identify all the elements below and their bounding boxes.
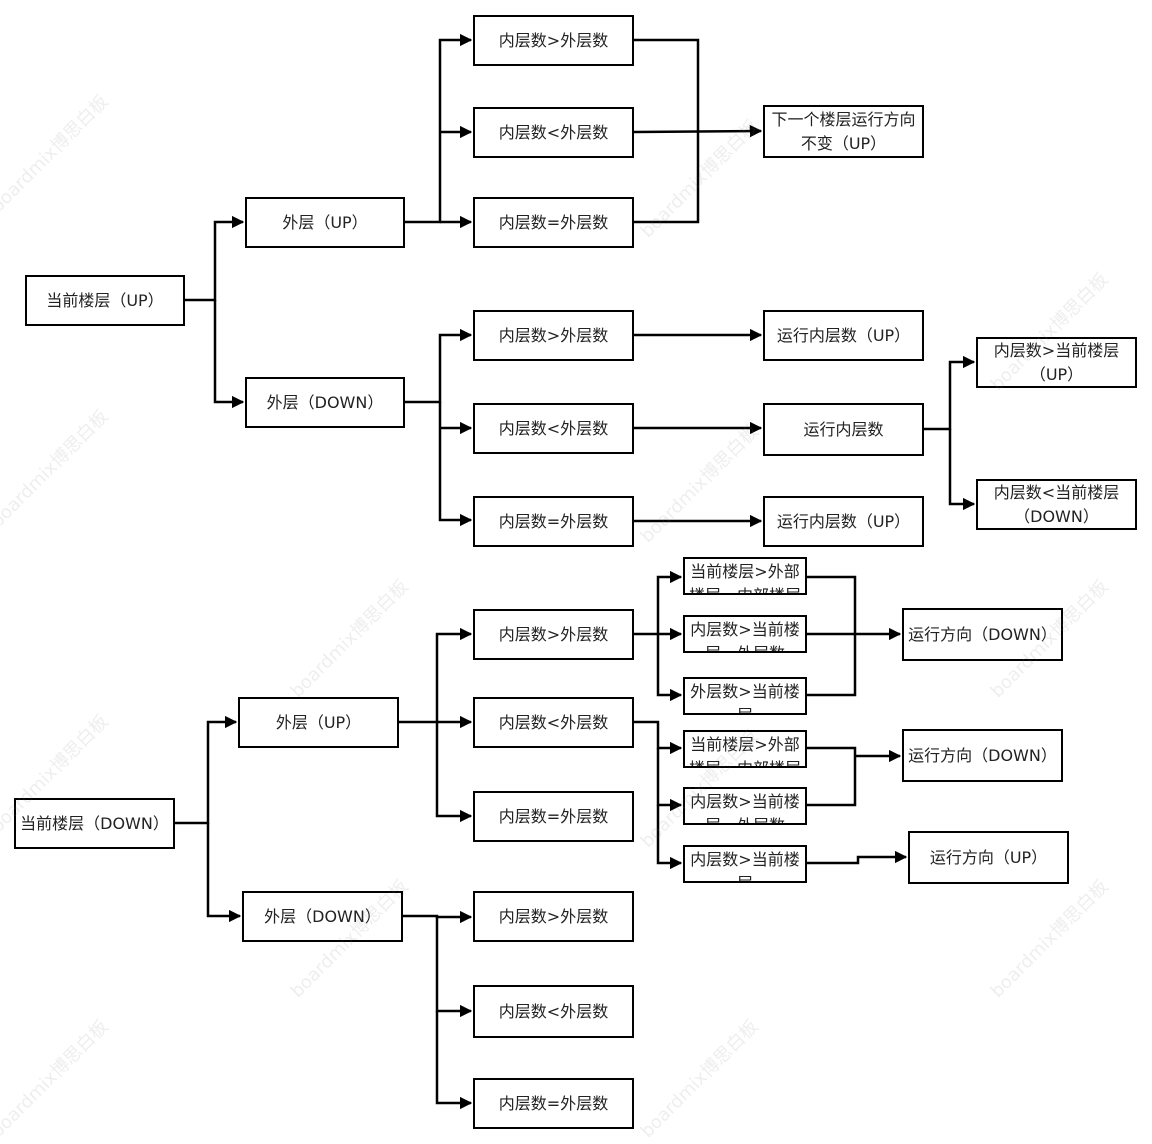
- outer-down-node: 外层（DOWN）: [242, 891, 403, 942]
- inner-lt-outer-node: 内层数<外层数: [473, 403, 634, 454]
- connector-arrow: [948, 429, 976, 511]
- connector-arrow: [634, 570, 683, 636]
- connector-arrow: [634, 38, 700, 131]
- inner-eq-outer-node: 内层数=外层数: [473, 496, 634, 547]
- run-inner-node: 运行内层数: [763, 403, 924, 456]
- connector-arrow: [807, 575, 857, 697]
- next-direction-unchanged-node: 下一个楼层运行方向不变（UP）: [763, 105, 924, 158]
- condition-node: 当前楼层>外部楼层，内部楼层: [683, 557, 807, 595]
- connector-arrow: [807, 850, 908, 865]
- run-inner-up-node: 运行内层数（UP）: [763, 496, 924, 547]
- connector-arrow: [213, 300, 245, 409]
- run-inner-up-node: 运行内层数（UP）: [763, 310, 924, 361]
- connector-arrow: [438, 402, 473, 527]
- connector-arrow: [656, 748, 683, 812]
- connector-arrow: [633, 124, 763, 138]
- inner-gt-outer-node: 内层数>外层数: [473, 310, 634, 361]
- outer-up-node: 外层（UP）: [238, 697, 399, 748]
- inner-eq-outer-node: 内层数=外层数: [473, 1078, 634, 1129]
- connector-arrow: [634, 720, 683, 755]
- inner-gt-outer-node: 内层数>外层数: [473, 15, 634, 66]
- inner-gt-current-up-node: 内层数>当前楼层（UP）: [976, 337, 1137, 388]
- inner-gt-outer-node: 内层数>外层数: [473, 891, 634, 942]
- connector-arrow: [175, 715, 238, 825]
- inner-lt-outer-node: 内层数<外层数: [473, 107, 634, 158]
- connector-arrow: [924, 355, 976, 431]
- connector-arrow: [435, 1011, 473, 1110]
- condition-node: 内层数>当前楼层，外层数: [683, 615, 807, 653]
- condition-node: 当前楼层>外部楼层，内部楼层: [683, 730, 807, 768]
- connector-arrow: [185, 215, 245, 302]
- inner-eq-outer-node: 内层数=外层数: [473, 791, 634, 842]
- connector-arrow: [807, 746, 857, 807]
- inner-lt-outer-node: 内层数<外层数: [473, 697, 634, 748]
- direction-down-node: 运行方向（DOWN）: [902, 729, 1063, 782]
- connector-arrow: [206, 823, 242, 923]
- current-floor-up-node: 当前楼层（UP）: [25, 275, 185, 326]
- connector-arrow: [656, 634, 683, 702]
- condition-node: 外层数>当前楼层: [683, 677, 807, 715]
- current-floor-down-node: 当前楼层（DOWN）: [14, 798, 175, 849]
- outer-down-node: 外层（DOWN）: [245, 377, 405, 428]
- connector-arrow: [656, 805, 683, 870]
- direction-down-node: 运行方向（DOWN）: [902, 608, 1063, 661]
- connector-arrow: [405, 328, 473, 404]
- connector-arrow: [634, 131, 700, 224]
- outer-up-node: 外层（UP）: [245, 197, 405, 248]
- connector-arrow: [435, 722, 473, 823]
- inner-lt-current-down-node: 内层数<当前楼层（DOWN）: [976, 479, 1137, 530]
- direction-up-node: 运行方向（UP）: [908, 831, 1069, 884]
- condition-node: 内层数>当前楼层，外层数: [683, 787, 807, 825]
- connector-arrow: [435, 916, 473, 1018]
- inner-gt-outer-node: 内层数>外层数: [473, 609, 634, 660]
- inner-eq-outer-node: 内层数=外层数: [473, 197, 634, 248]
- condition-node: 内层数>当前楼层: [683, 845, 807, 883]
- connector-arrow: [399, 627, 473, 724]
- inner-lt-outer-node: 内层数<外层数: [473, 985, 634, 1038]
